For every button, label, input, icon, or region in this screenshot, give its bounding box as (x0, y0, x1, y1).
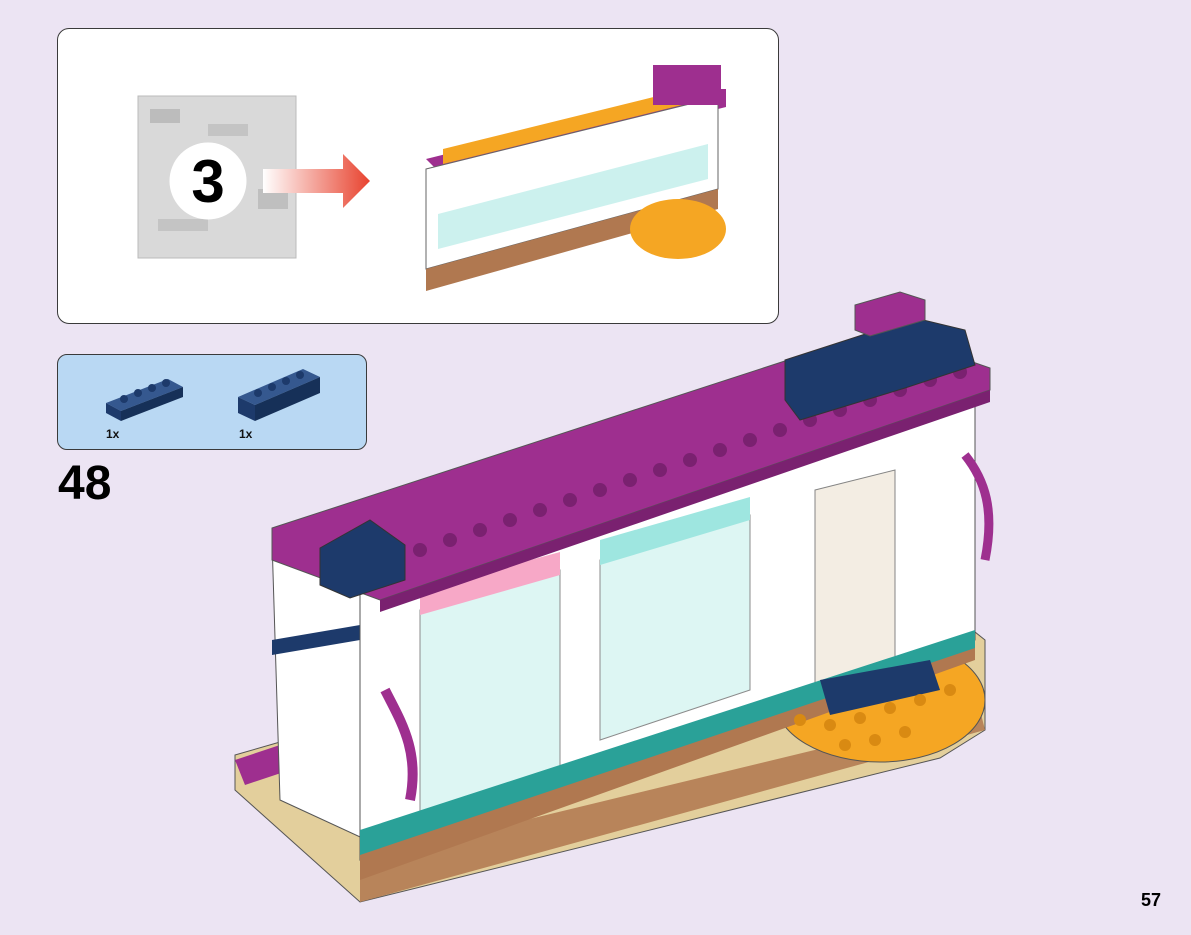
parts-illustration (106, 369, 320, 421)
parts-bag-icon (137, 95, 297, 259)
overview-model-image (425, 65, 726, 291)
overview-illustration: 3 (137, 65, 726, 291)
parts-list-panel: 1x 1x (57, 354, 367, 450)
step-number: 48 (58, 457, 112, 510)
step-overview-panel: 3 (57, 28, 779, 324)
bag-number: 3 (191, 148, 224, 215)
page-number: 57 (1140, 890, 1161, 910)
part-qty: 1x (106, 427, 120, 441)
dark-blue-brick-1x4-icon (106, 379, 183, 421)
arrow-right-icon (263, 154, 370, 208)
part-qty: 1x (239, 427, 253, 441)
dark-blue-brick-1x4-icon (238, 369, 320, 421)
